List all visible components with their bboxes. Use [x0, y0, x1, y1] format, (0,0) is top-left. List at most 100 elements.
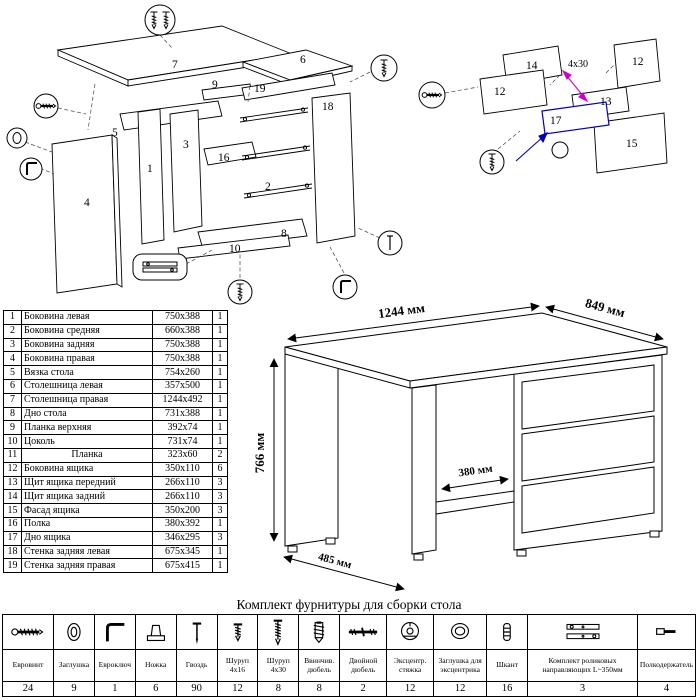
- hardware-item-label: Шкант: [487, 649, 527, 681]
- hardware-item-qty: 8: [258, 681, 299, 696]
- hardware-item-label: Эксцентр. стяжка: [387, 649, 434, 681]
- parts-table-row: 10 Цоколь 731x74 1: [3, 434, 228, 449]
- hardware-item-label: Шуруп 4x30: [258, 649, 299, 681]
- hardware-item: Комплект роликовых направляющих L~350мм …: [527, 615, 637, 696]
- hardware-item: Шуруп 4x16 12: [216, 615, 258, 696]
- dimension-shelf-depth: 380 мм: [458, 463, 494, 480]
- part-qty-cell: 2: [212, 447, 228, 463]
- part-name-cell: Дно ящика: [21, 530, 153, 546]
- part-size-cell: 323x60: [152, 447, 213, 463]
- callout-screw: [479, 149, 505, 175]
- hardware-item: Двойной дюбель 2: [339, 615, 387, 696]
- part-label-17: 17: [550, 115, 562, 127]
- screw-direction-arrow: [561, 69, 589, 103]
- hardware-item-icon: [528, 615, 637, 649]
- hardware-item-icon: [258, 615, 298, 649]
- part-qty-cell: 1: [212, 351, 228, 367]
- part-name-cell: Вязка стола: [21, 365, 153, 380]
- desk-middle-panel: [411, 384, 437, 555]
- part-3-back-side-panel: [169, 109, 203, 233]
- screw-size-label: 4x30: [568, 59, 588, 70]
- part-qty-cell: 1: [212, 544, 228, 560]
- desk-feet: [287, 530, 660, 561]
- parts-list-table: 1 Боковина левая 750x388 1 2 Боковина ср…: [3, 310, 228, 574]
- part-size-cell: 266x110: [152, 475, 213, 491]
- parts-table-row: 6 Столешница левая 357x500 1: [3, 378, 228, 394]
- parts-table-row: 18 Стенка задняя левая 675x345 1: [3, 544, 228, 560]
- part-qty-cell: 1: [212, 310, 228, 325]
- part-qty-cell: 3: [212, 530, 228, 546]
- assembly-guide-lines: [444, 64, 615, 150]
- part-size-cell: 380x392: [152, 516, 213, 532]
- part-name-cell: Дно стола: [21, 406, 153, 422]
- parts-table-row: 3 Боковина задняя 750x388 1: [3, 337, 228, 353]
- hardware-kit-title: Комплект фурнитуры для сборки стола: [236, 597, 462, 612]
- hardware-item: Евроключ 1: [93, 615, 135, 696]
- part-qty-cell: 1: [212, 323, 228, 339]
- part-qty-cell: 1: [212, 378, 228, 394]
- hardware-item-label: Шуруп 4x16: [217, 649, 258, 681]
- part-size-cell: 675x415: [152, 558, 213, 574]
- part-17-drawer-bottom: [541, 101, 610, 135]
- hardware-item-icon: [177, 615, 217, 649]
- part-size-cell: 357x500: [152, 378, 213, 394]
- part-size-cell: 350x110: [152, 461, 213, 477]
- callout-nail: [377, 230, 403, 256]
- hardware-item-icon: [54, 615, 94, 649]
- part-label-4: 4: [84, 197, 90, 209]
- part-name-cell: Планка: [21, 447, 153, 463]
- desk-drawer-front-1: [521, 364, 655, 430]
- hardware-item-label: Евроключ: [94, 649, 135, 681]
- part-label-8: 8: [281, 228, 287, 240]
- hardware-item-qty: 6: [135, 681, 176, 696]
- callout-cap: [6, 127, 28, 149]
- part-number-cell: 7: [3, 392, 22, 408]
- parts-table-row: 19 Стенка задняя правая 675x415 1: [3, 558, 228, 574]
- hardware-item-icon: [136, 615, 176, 649]
- parts-table-body: 1 Боковина левая 750x388 1 2 Боковина ср…: [3, 310, 228, 574]
- desk-left-side-panel: [284, 346, 339, 547]
- callout-hex-key-bottom: [332, 274, 358, 300]
- part-label-14: 14: [526, 60, 538, 72]
- hardware-item-icon: [95, 615, 135, 649]
- part-label-1: 1: [147, 163, 153, 175]
- part-label-9: 9: [212, 79, 218, 91]
- hardware-item: Евровинт 24: [3, 615, 53, 696]
- part-name-cell: Боковина задняя: [21, 337, 153, 353]
- part-name-cell: Боковина ящика: [21, 461, 153, 477]
- part-number-cell: 8: [3, 406, 22, 422]
- parts-table-row: 5 Вязка стола 754x260 1: [3, 365, 228, 380]
- hardware-item-label: Евровинт: [3, 649, 53, 681]
- part-label-15: 15: [626, 138, 638, 150]
- parts-table-row: 16 Полка 380x392 1: [3, 516, 228, 532]
- part-number-cell: 3: [3, 337, 22, 353]
- part-label-2: 2: [265, 181, 271, 193]
- part-number-cell: 16: [3, 516, 22, 532]
- callout-screw-bottom: [227, 279, 253, 305]
- parts-table-row: 1 Боковина левая 750x388 1: [3, 310, 228, 325]
- part-label-16: 16: [218, 152, 230, 164]
- exploded-view-drawer-assembly: 14 12 12 13 17 15 4x30: [418, 38, 668, 175]
- part-18-back-wall-left: [311, 92, 356, 244]
- part-qty-cell: 6: [212, 461, 228, 477]
- callout-marker: [551, 141, 569, 159]
- hardware-item: Шкант 16: [486, 615, 527, 696]
- hardware-item-qty: 8: [299, 681, 340, 696]
- part-number-cell: 9: [3, 420, 22, 436]
- part-label-10: 10: [229, 243, 241, 255]
- part-qty-cell: 1: [212, 337, 228, 353]
- part-qty-cell: 3: [212, 489, 228, 505]
- part-number-cell: 1: [3, 310, 22, 325]
- part-number-cell: 18: [3, 544, 22, 560]
- parts-table-row: 17 Дно ящика 346x295 3: [3, 530, 228, 546]
- part-number-cell: 19: [3, 558, 22, 574]
- hardware-item-icon: [387, 615, 433, 649]
- hardware-item-label: Ввинчив. дюбель: [299, 649, 340, 681]
- part-number-cell: 15: [3, 503, 22, 518]
- parts-table-row: 12 Боковина ящика 350x110 6: [3, 461, 228, 477]
- desk-bottom-shelf: [435, 490, 515, 515]
- parts-table-row: 8 Дно стола 731x388 1: [3, 406, 228, 422]
- part-name-cell: Боковина средняя: [21, 323, 153, 339]
- callout-confirmat-screw: [33, 93, 59, 119]
